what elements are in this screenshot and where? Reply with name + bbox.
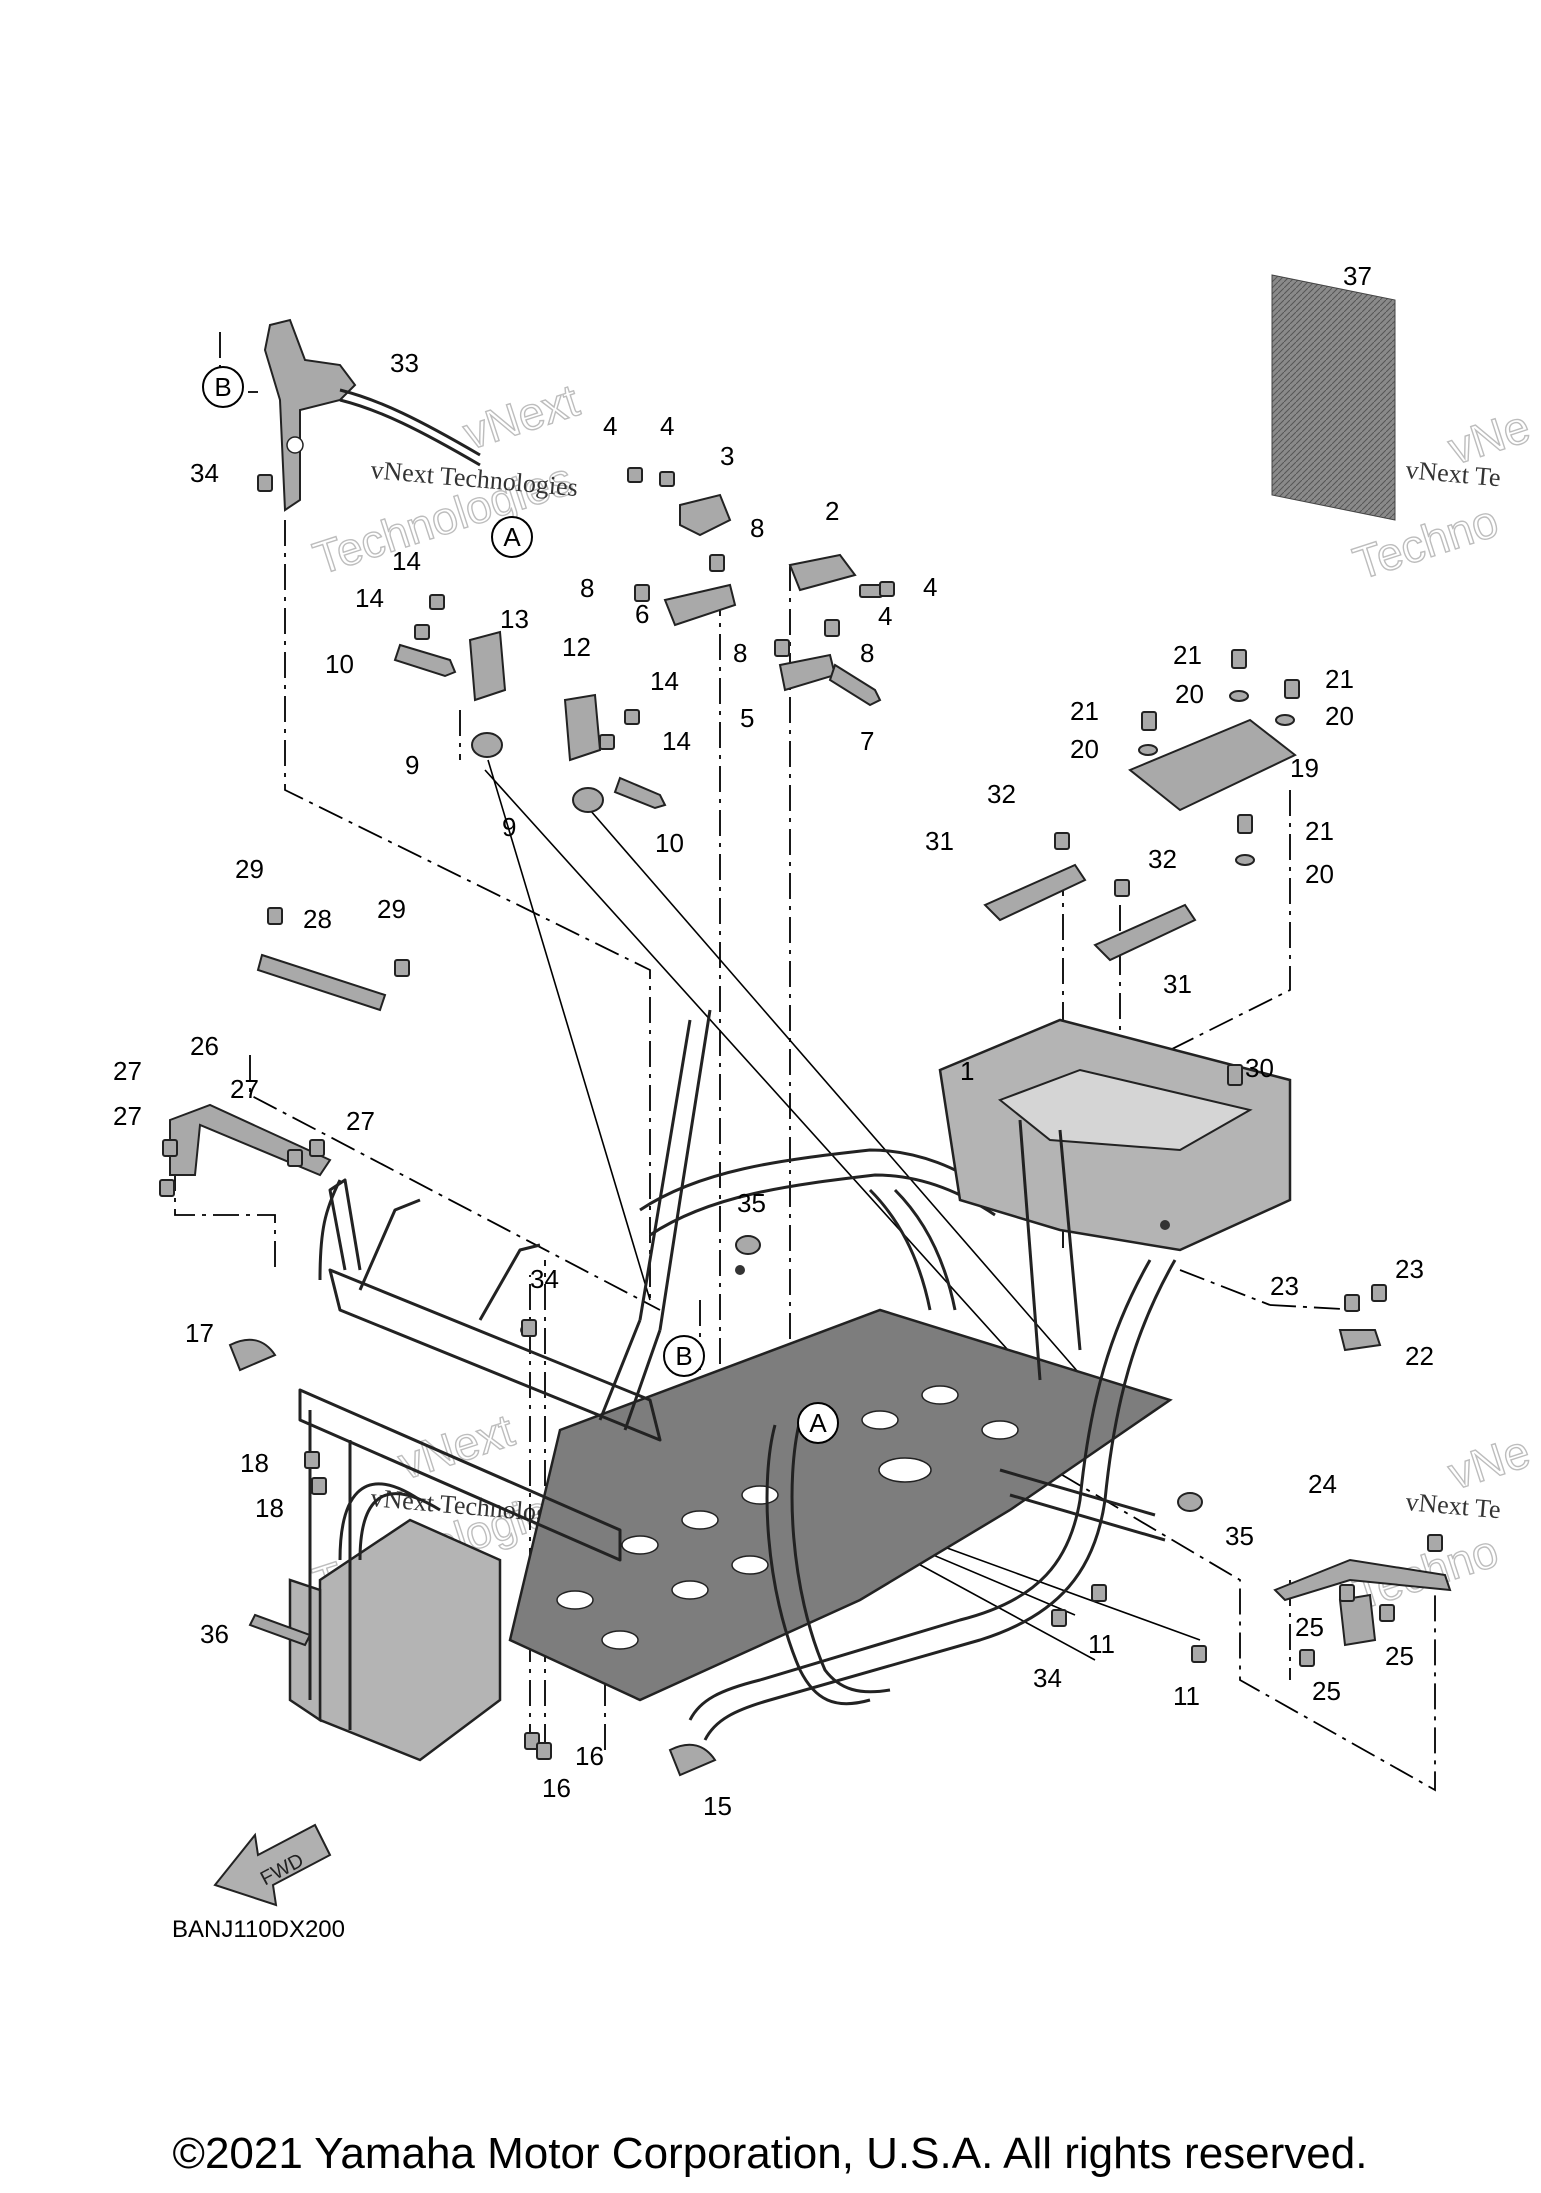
callout-14: 14 [650, 666, 679, 696]
callout-4: 4 [923, 572, 937, 602]
callout-8: 8 [733, 638, 747, 668]
reference-mark-a-frame: A [797, 1402, 839, 1444]
callout-27: 27 [346, 1106, 375, 1136]
callout-10: 10 [325, 649, 354, 679]
mark-b-label: B [214, 372, 231, 402]
watermark-top-left: vNext Technologies vNext Technologies [306, 373, 586, 585]
callout-20: 20 [1070, 734, 1099, 764]
callout-27: 27 [113, 1056, 142, 1086]
callout-17: 17 [185, 1318, 214, 1348]
mark-b-label: B [675, 1341, 692, 1371]
callout-32: 32 [1148, 844, 1177, 874]
callout-4: 4 [660, 411, 674, 441]
callout-5: 5 [740, 703, 754, 733]
callout-31: 31 [1163, 969, 1192, 999]
callout-34: 34 [530, 1264, 559, 1294]
callout-12: 12 [562, 632, 591, 662]
callout-29: 29 [235, 854, 264, 884]
fwd-arrow: FWD [213, 1823, 332, 1907]
callout-14: 14 [355, 583, 384, 613]
reference-mark-a-top: A [491, 516, 533, 558]
watermark-word-partial-top: vNe [1442, 1425, 1536, 1500]
callout-27: 27 [230, 1074, 259, 1104]
callout-10: 10 [655, 828, 684, 858]
callout-33: 33 [390, 348, 419, 378]
callout-20: 20 [1175, 679, 1204, 709]
callout-21: 21 [1325, 664, 1354, 694]
callout-2: 2 [825, 496, 839, 526]
watermark-bottom-right: vNe Techno vNext Te [1346, 1424, 1536, 1620]
callout-25: 25 [1312, 1676, 1341, 1706]
callout-8: 8 [750, 513, 764, 543]
callout-35: 35 [737, 1188, 766, 1218]
callout-8: 8 [860, 638, 874, 668]
callout-16: 16 [542, 1773, 571, 1803]
watermark-word-top: vNext [457, 374, 585, 460]
callout-19: 19 [1290, 753, 1319, 783]
callout-4: 4 [603, 411, 617, 441]
callout-35: 35 [1225, 1521, 1254, 1551]
mark-a-label: A [809, 1408, 827, 1438]
callout-20: 20 [1325, 701, 1354, 731]
callout-4: 4 [878, 601, 892, 631]
callout-7: 7 [860, 726, 874, 756]
callout-22: 22 [1405, 1341, 1434, 1371]
callout-14: 14 [662, 726, 691, 756]
part-37-label-sheet [1271, 274, 1396, 521]
callout-23: 23 [1395, 1254, 1424, 1284]
callout-32: 32 [987, 779, 1016, 809]
part-33-bracket [263, 318, 481, 512]
callout-9: 9 [502, 812, 516, 842]
callout-31: 31 [925, 826, 954, 856]
callout-1: 1 [960, 1056, 974, 1086]
callout-13: 13 [500, 604, 529, 634]
callout-8: 8 [580, 573, 594, 603]
diagram-code: BANJ110DX200 [172, 1916, 345, 1943]
callout-14: 14 [392, 546, 421, 576]
callout-9: 9 [405, 750, 419, 780]
callout-27: 27 [113, 1101, 142, 1131]
callout-labels: 1 2 3 4 4 4 4 5 6 7 8 8 8 8 9 9 10 10 11… [113, 261, 1434, 1821]
callout-20: 20 [1305, 859, 1334, 889]
callout-28: 28 [303, 904, 332, 934]
callout-36: 36 [200, 1619, 229, 1649]
callout-25: 25 [1385, 1641, 1414, 1671]
callout-18: 18 [255, 1493, 284, 1523]
callout-23: 23 [1270, 1271, 1299, 1301]
callout-34: 34 [1033, 1663, 1062, 1693]
main-frame [288, 1009, 1292, 1762]
callout-30: 30 [1245, 1053, 1274, 1083]
callout-34: 34 [190, 458, 219, 488]
callout-3: 3 [720, 441, 734, 471]
mark-a-label: A [503, 522, 521, 552]
copyright-notice: ©2021 Yamaha Motor Corporation, U.S.A. A… [173, 2129, 1368, 2178]
small-parts [159, 467, 1452, 1777]
callout-26: 26 [190, 1031, 219, 1061]
callout-21: 21 [1070, 696, 1099, 726]
callout-29: 29 [377, 894, 406, 924]
callout-37: 37 [1343, 261, 1372, 291]
callout-11: 11 [1088, 1629, 1115, 1659]
callout-24: 24 [1308, 1469, 1337, 1499]
callout-21: 21 [1305, 816, 1334, 846]
callout-6: 6 [635, 599, 649, 629]
callout-25: 25 [1295, 1612, 1324, 1642]
callout-18: 18 [240, 1448, 269, 1478]
reference-mark-b-top: B [202, 366, 244, 408]
reference-mark-b-frame: B [663, 1335, 705, 1377]
callout-11: 11 [1173, 1681, 1200, 1711]
watermark-name-partial: vNext Te [1404, 1487, 1501, 1524]
callout-16: 16 [575, 1741, 604, 1771]
callout-15: 15 [703, 1791, 732, 1821]
callout-21: 21 [1173, 640, 1202, 670]
